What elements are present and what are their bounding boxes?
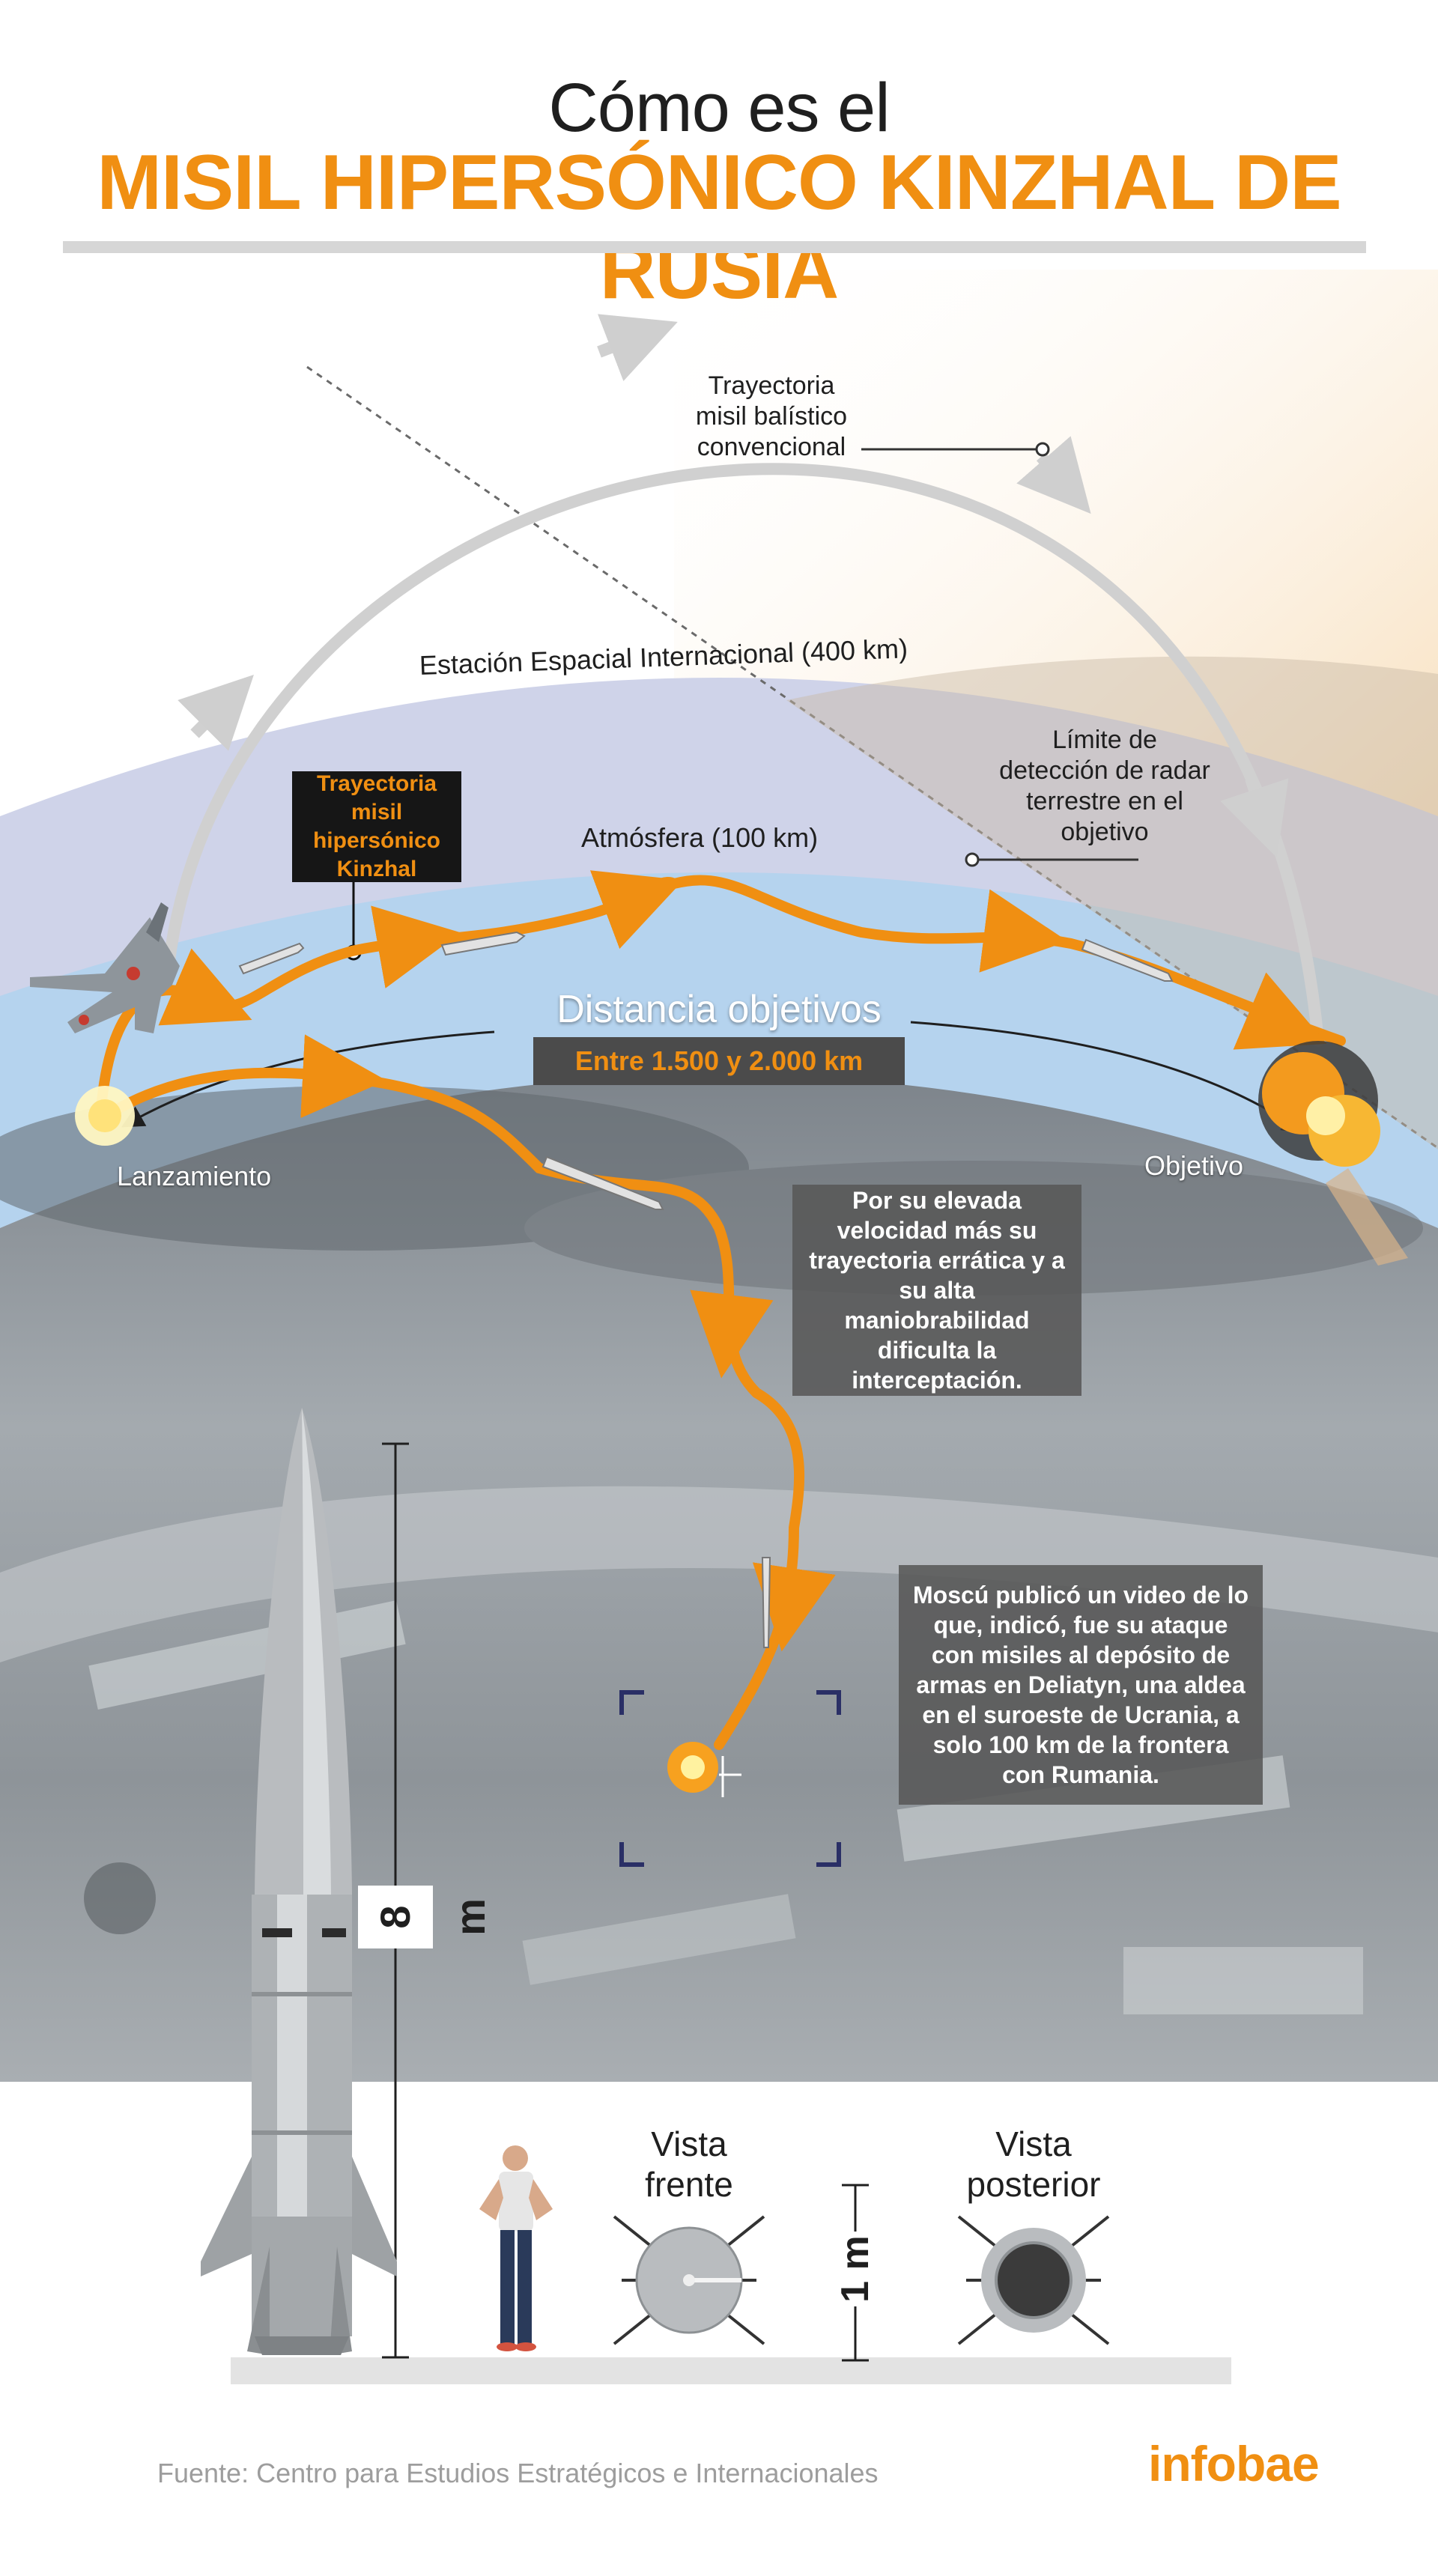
radar-leader-dot: [965, 852, 980, 867]
ballistic-arrow-3: [1016, 436, 1091, 514]
kinzhal-trajectory-label: Trayectoria misil hipersónico Kinzhal: [292, 771, 461, 882]
small-missile-5: [238, 942, 305, 975]
ballistic-arrow-4: [1220, 777, 1289, 858]
length-scale-label: 8 m: [358, 1886, 494, 1948]
moscow-info-box: Moscú publicó un video de lo que, indicó…: [899, 1565, 1263, 1805]
ballistic-arrow-2: [597, 314, 678, 382]
kinzhal-arrow-3: [589, 870, 684, 950]
kinzhal-trajectory-label-text: Trayectoria misil hipersónico Kinzhal: [312, 771, 441, 881]
kinzhal-arrow-1: [158, 948, 252, 1026]
source-credit: Fuente: Centro para Estudios Estratégico…: [157, 2458, 879, 2488]
title-divider: [63, 241, 1366, 253]
mig-jet-illustration: [30, 902, 180, 1033]
small-missile-2: [1081, 938, 1174, 982]
front-view-illustration: [613, 2215, 765, 2345]
target-explosion: [1258, 1041, 1408, 1266]
front-view-label: Vista frente: [645, 2124, 733, 2204]
ballistic-leader-dot: [1035, 442, 1050, 457]
page-title-line1: Cómo es el: [548, 70, 890, 146]
distance-arc-right: [910, 1021, 1305, 1134]
small-missile-4: [761, 1557, 771, 1648]
kinzhal-descent-arrow-1: [300, 1034, 386, 1119]
infobae-logo: infobae: [1148, 2436, 1320, 2491]
small-missile-1: [440, 931, 526, 956]
page-title-line2: MISIL HIPERSÓNICO KINZHAL DE RUSIA: [97, 139, 1341, 315]
ballistic-trajectory-label: Trayectoria misil balístico convencional: [695, 371, 848, 461]
rear-view-illustration: [957, 2215, 1110, 2345]
kinzhal-missile-illustration: [201, 1408, 397, 2355]
ballistic-trajectory: [163, 463, 1324, 1047]
target-label: Objetivo: [1144, 1150, 1244, 1181]
launch-label: Lanzamiento: [117, 1161, 272, 1191]
distance-arc: [121, 1030, 495, 1128]
ground-strip: [231, 2357, 1231, 2384]
moscow-info-text: Moscú publicó un video de lo que, indicó…: [912, 1582, 1249, 1788]
kinzhal-arrow-4: [979, 889, 1068, 973]
distance-title: Distancia objetivos: [556, 988, 882, 1031]
ground-impact: [619, 1690, 841, 1867]
kinzhal-descent-arrow-3: [752, 1562, 836, 1652]
rear-view-label: Vista posterior: [966, 2124, 1101, 2204]
distance-value: Entre 1.500 y 2.000 km: [533, 1037, 905, 1085]
small-missile-3: [541, 1155, 664, 1210]
maneuver-info-box: Por su elevada velocidad más su trayecto…: [792, 1185, 1081, 1396]
kinzhal-arrow-5: [1233, 972, 1327, 1050]
diameter-scale-label: 1 m: [825, 2232, 885, 2306]
maneuver-info-text: Por su elevada velocidad más su trayecto…: [809, 1187, 1065, 1394]
radar-limit-label: Límite de detección de radar terrestre e…: [999, 726, 1210, 846]
kinzhal-arrow-2: [371, 905, 461, 988]
kinzhal-descent-arrow-2: [690, 1289, 774, 1379]
human-figure: [479, 2145, 553, 2351]
ballistic-arrow-1: [178, 675, 254, 751]
atmosphere-label: Atmósfera (100 km): [581, 822, 819, 853]
